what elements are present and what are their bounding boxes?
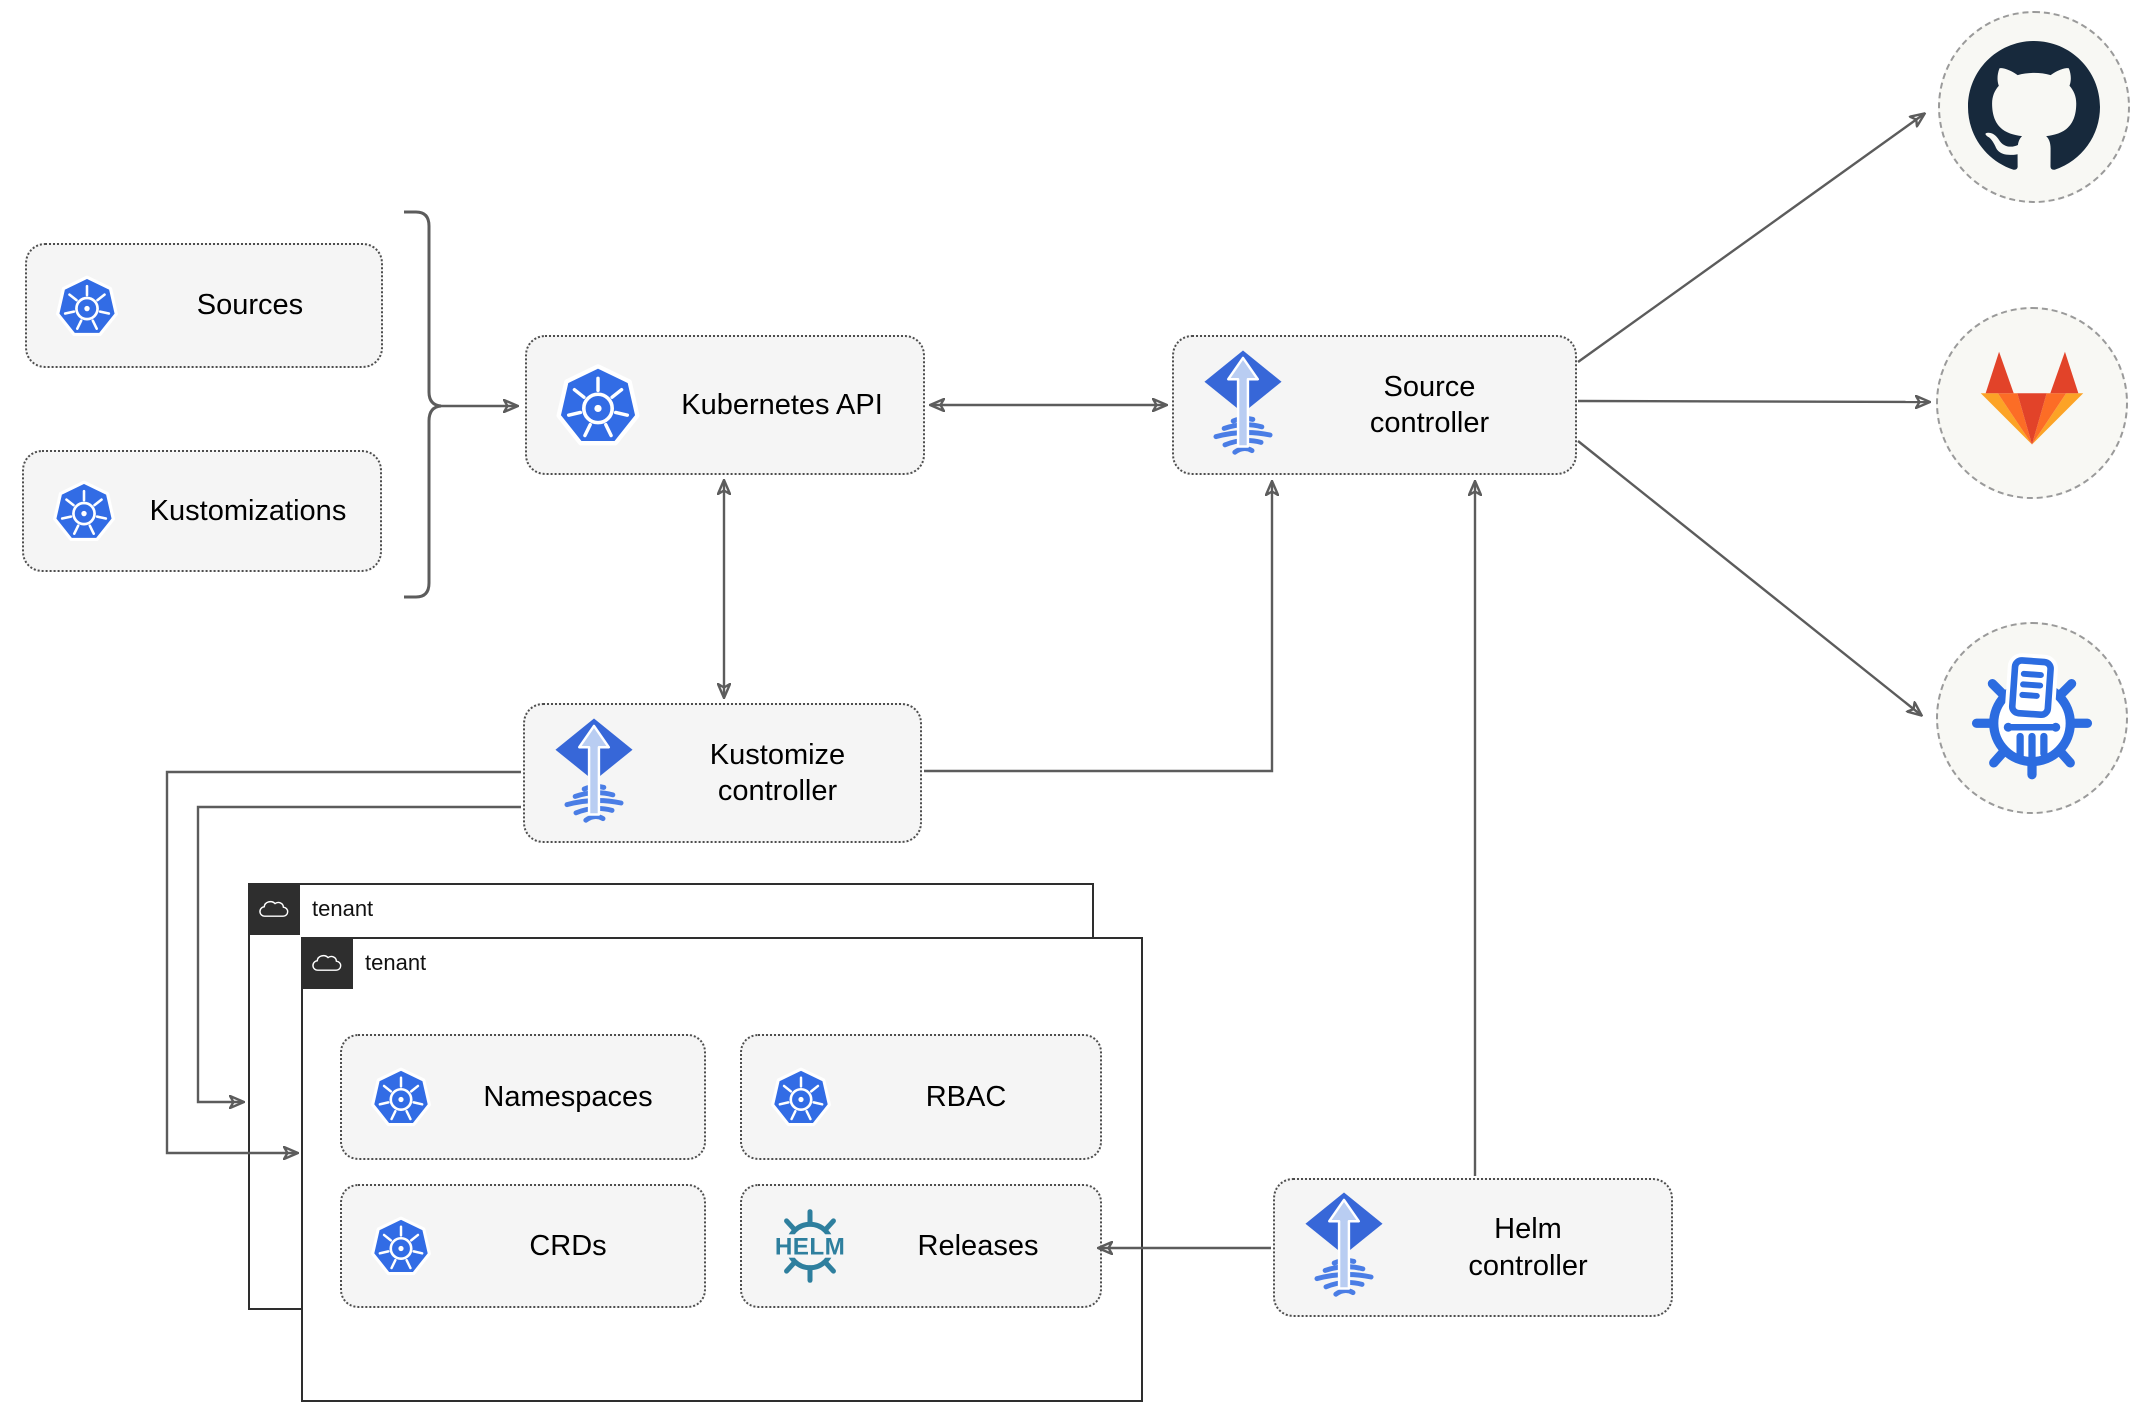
releases-label: Releases	[917, 1229, 1039, 1262]
flux-icon	[1303, 1190, 1385, 1305]
cloud-icon	[256, 896, 292, 922]
chartmuseum-icon	[1966, 652, 2098, 784]
source-controller-label: Source controller	[1369, 370, 1490, 439]
kubernetes-icon	[370, 1066, 432, 1128]
kubernetes-api-label: Kubernetes API	[681, 388, 883, 421]
edge-source-controller-to-chartmuseum	[1577, 440, 1921, 715]
namespaces-node: Namespaces	[340, 1034, 706, 1160]
flux-icon	[553, 716, 635, 831]
releases-node: HELM Releases	[740, 1184, 1102, 1308]
bracket-sources-group	[404, 210, 442, 599]
kubernetes-api-node: Kubernetes API	[525, 335, 925, 475]
flux-icon	[1202, 348, 1284, 463]
github-icon	[1968, 41, 2100, 173]
crds-label: CRDs	[529, 1229, 607, 1262]
sources-node: Sources	[25, 243, 383, 368]
kustomize-controller-label: Kustomize controller	[709, 738, 846, 807]
kubernetes-icon	[52, 479, 116, 543]
kubernetes-icon	[555, 362, 641, 448]
kustomizations-label: Kustomizations	[149, 494, 347, 527]
source-controller-node: Source controller	[1172, 335, 1577, 475]
tenant-title: tenant	[312, 896, 374, 921]
kubernetes-icon	[55, 274, 119, 338]
sources-label: Sources	[196, 289, 304, 322]
kustomize-controller-node: Kustomize controller	[523, 703, 922, 843]
rbac-label: RBAC	[925, 1080, 1007, 1113]
edge-kustomize-controller-to-source-controller	[924, 482, 1272, 773]
github-repo-circle	[1938, 11, 2130, 203]
tenant-title: tenant	[365, 950, 427, 975]
chartmuseum-repo-circle	[1936, 622, 2128, 814]
gitlab-icon	[1971, 342, 2093, 464]
tenant-tab	[301, 937, 353, 989]
helm-icon: HELM	[764, 1200, 856, 1292]
cloud-icon	[309, 950, 345, 976]
kustomizations-node: Kustomizations	[22, 450, 382, 572]
tenant-group-front: tenant Namespaces RBAC CRDs	[301, 937, 1143, 1402]
tenant-tab	[248, 883, 300, 935]
helm-wordmark: HELM	[775, 1233, 845, 1260]
crds-node: CRDs	[340, 1184, 706, 1308]
namespaces-label: Namespaces	[483, 1080, 653, 1113]
edge-source-controller-to-github	[1577, 114, 1924, 363]
helm-controller-node: Helm controller	[1273, 1178, 1673, 1317]
kubernetes-icon	[770, 1066, 832, 1128]
rbac-node: RBAC	[740, 1034, 1102, 1160]
edge-source-controller-to-gitlab	[1577, 401, 1929, 402]
helm-controller-label: Helm controller	[1468, 1213, 1588, 1282]
gitlab-repo-circle	[1936, 307, 2128, 499]
kubernetes-icon	[370, 1215, 432, 1277]
